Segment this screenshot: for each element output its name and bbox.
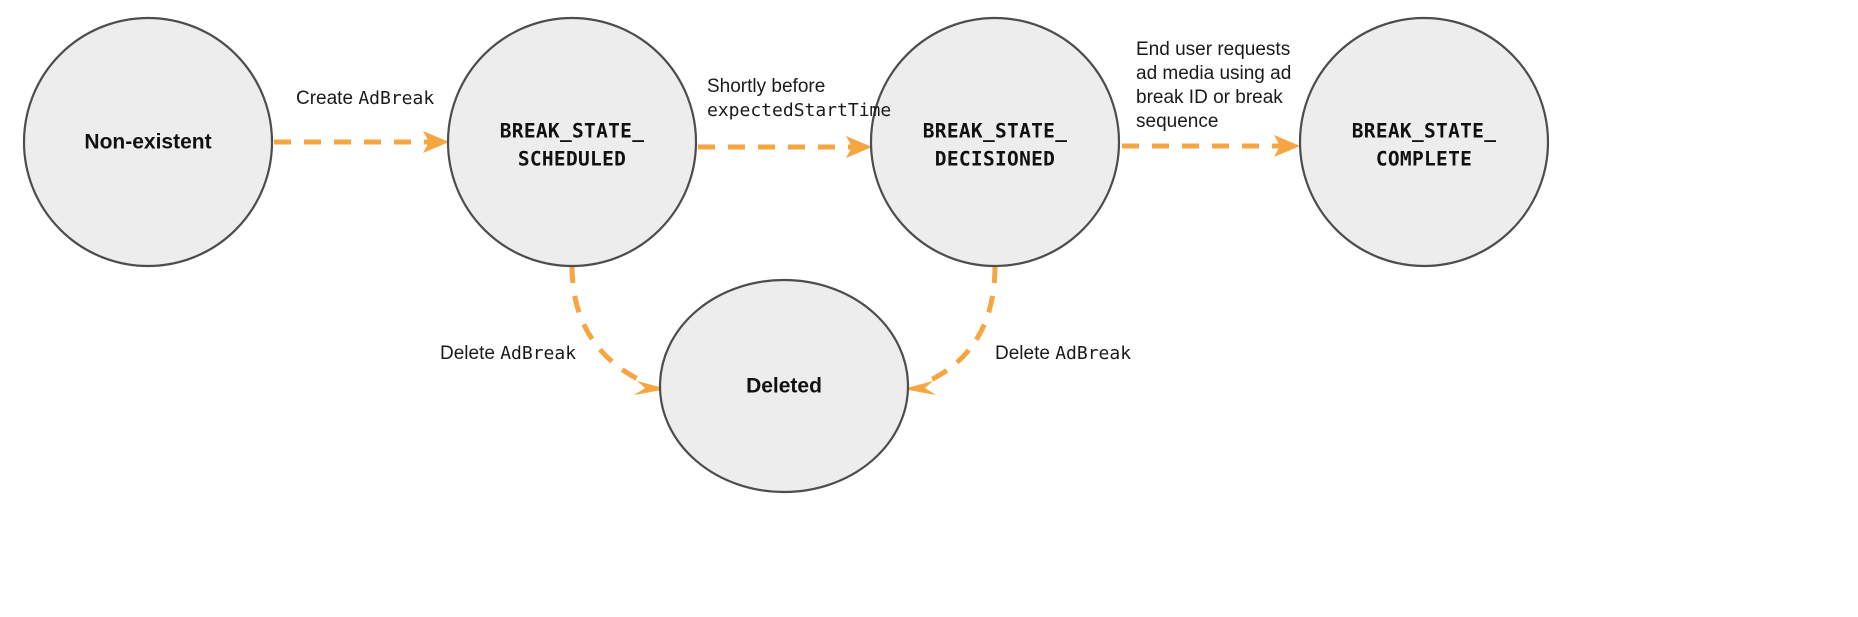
edge-label-delete-from-scheduled: Delete AdBreak xyxy=(440,343,576,364)
edge-delete-from-scheduled[interactable] xyxy=(569,265,667,395)
node-break-state-complete-label-line1: BREAK_STATE_ xyxy=(1352,120,1496,143)
node-break-state-complete[interactable]: BREAK_STATE_ COMPLETE xyxy=(1298,16,1550,268)
node-non-existent-label: Non-existent xyxy=(84,131,211,154)
edge-create-adbreak-arrowhead xyxy=(423,131,449,153)
node-break-state-scheduled[interactable]: BREAK_STATE_ SCHEDULED xyxy=(446,16,698,268)
node-non-existent[interactable]: Non-existent xyxy=(22,16,274,268)
edge-end-user-requests-arrowhead xyxy=(1274,135,1300,157)
edge-label-delete-from-decisioned-seg2: AdBreak xyxy=(1055,343,1131,364)
edge-shortly-before-arrowhead xyxy=(846,136,872,158)
edge-labels-layer: Create AdBreak Shortly before expectedSt… xyxy=(296,39,1291,364)
node-break-state-complete-shape xyxy=(1298,16,1550,268)
edge-label-end-user-line1: End user requests xyxy=(1136,39,1290,60)
edge-label-expectedstarttime-line2: expectedStartTime xyxy=(707,100,891,121)
node-break-state-scheduled-shape xyxy=(446,16,698,268)
edge-label-end-user-line2: ad media using ad xyxy=(1136,63,1291,84)
edge-label-delete-from-scheduled-seg1: Delete xyxy=(440,343,500,364)
edge-label-delete-from-scheduled-seg2: AdBreak xyxy=(500,343,576,364)
edge-label-shortly-before-line1: Shortly before xyxy=(707,76,825,97)
edge-delete-from-scheduled-arrowhead xyxy=(634,381,667,395)
edge-label-end-user-line3: break ID or break xyxy=(1136,87,1283,108)
node-non-existent-shape xyxy=(22,16,274,268)
edge-delete-from-scheduled-path xyxy=(569,265,650,387)
node-deleted-shape xyxy=(658,278,910,494)
edge-label-end-user-line4: sequence xyxy=(1136,111,1218,132)
node-break-state-scheduled-label-line1: BREAK_STATE_ xyxy=(500,120,644,143)
edge-delete-from-decisioned[interactable] xyxy=(903,265,998,395)
node-break-state-decisioned-label-line2: DECISIONED xyxy=(935,148,1055,171)
edges-layer xyxy=(274,131,1300,395)
edge-label-delete-from-decisioned-seg1: Delete xyxy=(995,343,1055,364)
node-break-state-scheduled-label-line2: SCHEDULED xyxy=(518,148,626,171)
node-break-state-decisioned-shape xyxy=(869,16,1121,268)
nodes-layer: Non-existent BREAK_STATE_ SCHEDULED BREA… xyxy=(22,16,1550,494)
edge-create-adbreak[interactable] xyxy=(274,131,449,153)
node-break-state-decisioned[interactable]: BREAK_STATE_ DECISIONED xyxy=(869,16,1121,268)
edge-label-create-adbreak-seg2: AdBreak xyxy=(358,88,434,109)
edge-label-create-adbreak: Create AdBreak xyxy=(296,88,434,109)
edge-delete-from-decisioned-arrowhead xyxy=(903,381,936,395)
node-break-state-complete-label-line2: COMPLETE xyxy=(1376,148,1472,171)
edge-delete-from-decisioned-path xyxy=(921,265,998,387)
node-deleted-label: Deleted xyxy=(746,375,822,398)
node-deleted[interactable]: Deleted xyxy=(658,278,910,494)
edge-end-user-requests[interactable] xyxy=(1122,135,1300,157)
edge-label-create-adbreak-seg1: Create xyxy=(296,88,358,109)
edge-shortly-before[interactable] xyxy=(698,136,872,158)
node-break-state-decisioned-label-line1: BREAK_STATE_ xyxy=(923,120,1067,143)
edge-label-delete-from-decisioned: Delete AdBreak xyxy=(995,343,1131,364)
